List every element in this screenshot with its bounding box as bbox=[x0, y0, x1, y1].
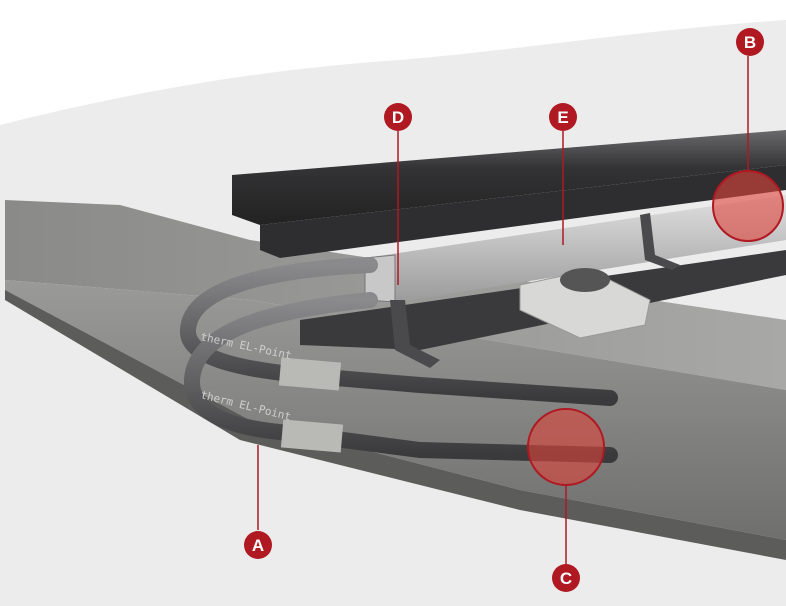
highlight-b bbox=[712, 170, 784, 242]
highlight-c bbox=[527, 408, 605, 486]
marker-b: B bbox=[736, 28, 764, 56]
svg-text:A: A bbox=[252, 536, 264, 555]
svg-text:E: E bbox=[557, 108, 568, 127]
rail-head bbox=[232, 130, 786, 225]
heating-profile-channel bbox=[365, 195, 786, 305]
svg-text:B: B bbox=[744, 33, 756, 52]
marker-d: D bbox=[384, 103, 412, 131]
marker-c: C bbox=[552, 564, 580, 592]
svg-text:C: C bbox=[560, 569, 572, 588]
marker-a: A bbox=[244, 531, 272, 559]
svg-text:D: D bbox=[392, 108, 404, 127]
marker-e: E bbox=[549, 103, 577, 131]
clip bbox=[390, 300, 440, 368]
leader-lines bbox=[257, 56, 749, 565]
